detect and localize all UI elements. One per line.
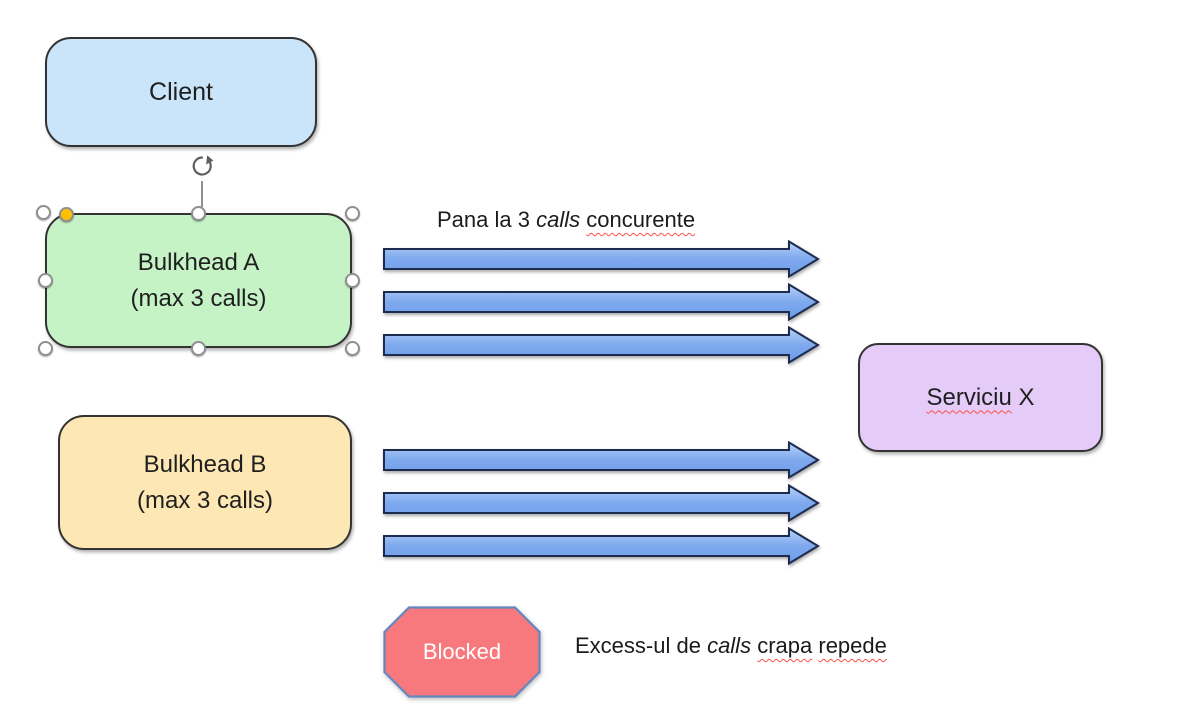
call-arrow-b2[interactable]	[383, 484, 820, 522]
service-x-suffix: X	[1011, 383, 1035, 411]
call-arrow-b3[interactable]	[383, 527, 820, 565]
selection-handle-top-right[interactable]	[344, 205, 360, 221]
annotation-bottom-prefix: Excess-ul de	[575, 633, 708, 658]
annotation-excess-calls[interactable]: Excess-ul de calls crapa repede	[575, 631, 887, 661]
selection-handle-bottom-left[interactable]	[37, 340, 53, 356]
call-arrow-b1[interactable]	[383, 441, 820, 479]
bulkhead-b-shape[interactable]: Bulkhead B (max 3 calls)	[58, 415, 352, 550]
call-arrow-a2[interactable]	[383, 283, 820, 321]
client-shape[interactable]: Client	[45, 37, 317, 147]
selection-handle-top-middle[interactable]	[190, 205, 206, 221]
selection-handle-top-left[interactable]	[35, 204, 51, 220]
selection-handle-middle-right[interactable]	[344, 273, 360, 288]
rotate-icon[interactable]	[188, 152, 216, 180]
bulkhead-b-subtitle: (max 3 calls)	[136, 486, 274, 514]
call-arrow-a1[interactable]	[383, 240, 820, 278]
annotation-bottom-italic: calls	[707, 633, 752, 658]
service-x-shape[interactable]: Serviciu X	[858, 343, 1103, 452]
adjust-handle-icon[interactable]	[58, 206, 74, 222]
selection-handle-middle-left[interactable]	[37, 273, 53, 288]
blocked-octagon-shape[interactable]	[383, 606, 541, 698]
selection-handle-bottom-right[interactable]	[344, 340, 360, 356]
service-x-label: Serviciu X	[926, 380, 1034, 416]
bulkhead-b-title: Bulkhead B	[143, 450, 267, 478]
bulkhead-a-subtitle: (max 3 calls)	[130, 284, 267, 312]
service-x-misspelled: Serviciu	[926, 383, 1012, 411]
bulkhead-a-title: Bulkhead A	[137, 248, 260, 276]
client-label: Client	[149, 78, 213, 106]
annotation-top-prefix: Pana la 3	[437, 207, 537, 232]
rotate-handle-stem	[201, 181, 203, 207]
annotation-top-italic: calls	[536, 207, 581, 232]
blocked-label: Blocked	[422, 639, 502, 664]
selection-handle-bottom-middle[interactable]	[190, 340, 206, 356]
annotation-top-misspelled: concurente	[586, 207, 696, 232]
annotation-bottom-misspelled-1: crapa	[757, 633, 813, 658]
bulkhead-a-shape[interactable]: Bulkhead A (max 3 calls)	[45, 213, 352, 348]
annotation-bottom-misspelled-2: repede	[818, 633, 887, 658]
call-arrow-a3[interactable]	[383, 326, 820, 364]
annotation-concurrent-calls[interactable]: Pana la 3 calls concurente	[437, 205, 695, 235]
